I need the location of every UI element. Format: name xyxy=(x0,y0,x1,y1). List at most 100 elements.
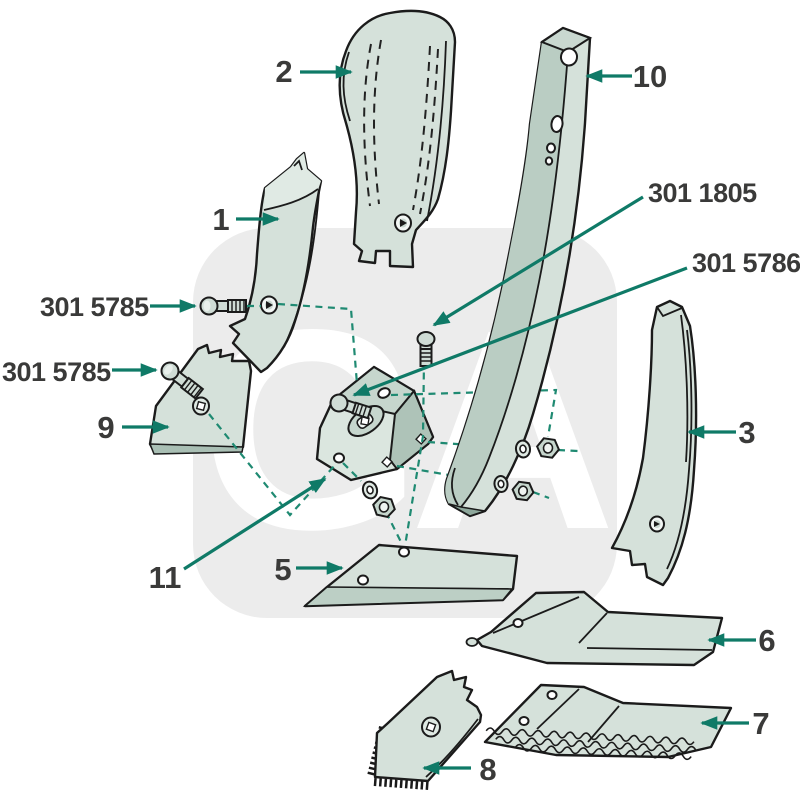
leader-arrow-screw-301-1805 xyxy=(432,195,644,327)
part-5-share xyxy=(302,543,519,608)
bolt-thread-ridges xyxy=(231,300,245,312)
part-8-square-hole xyxy=(421,716,441,738)
nut-below-bracket xyxy=(372,495,396,519)
bolt-head xyxy=(329,393,349,413)
part-3-outline xyxy=(610,299,698,587)
part-6-wing-share xyxy=(465,590,724,667)
dash-nut1-out xyxy=(557,448,579,453)
label-part3: 3 xyxy=(738,415,755,450)
part-3-fold-line xyxy=(656,306,683,318)
leader-arrow-part11 xyxy=(183,477,327,571)
part-2-contour-line xyxy=(426,40,447,222)
part-10-oblong-hole xyxy=(550,115,564,133)
part-7-serration-waves xyxy=(485,727,697,761)
part-8-teeth-left xyxy=(367,726,387,777)
label-part1: 1 xyxy=(212,202,229,237)
label-screw-301-1805: 301 1805 xyxy=(648,178,757,208)
part-3-contour-1 xyxy=(666,329,693,570)
part-6-tip-lug xyxy=(465,637,479,647)
label-part2: 2 xyxy=(275,54,292,89)
part-10-inner-edge xyxy=(460,51,569,508)
label-carriage-bolt-301-5786: 301 5786 xyxy=(692,248,800,278)
screw-thread-ridges xyxy=(420,352,432,362)
part-2-contour-dash-2 xyxy=(373,39,382,205)
part-6-hole xyxy=(512,618,524,628)
bolt-head-highlight xyxy=(203,300,211,312)
label-part7: 7 xyxy=(752,706,769,741)
part-1-shin-blade xyxy=(228,151,323,374)
part-10-side-face xyxy=(445,42,568,507)
bolt-thread-ridges xyxy=(183,380,202,398)
part-10-tip-facet xyxy=(448,503,486,517)
part-9-square-hole xyxy=(192,396,210,416)
part-1-crease xyxy=(263,188,319,211)
dash-nutA-to-share5 xyxy=(385,511,403,545)
bolt-thread-ridges xyxy=(354,403,368,417)
label-part11: 11 xyxy=(149,560,182,595)
washer-below-bracket xyxy=(361,480,379,500)
part-10-top-hole xyxy=(559,47,579,67)
part-7-crease-1 xyxy=(536,688,580,730)
label-part6: 6 xyxy=(758,623,775,658)
part-5-hole-1 xyxy=(398,546,410,558)
label-part8: 8 xyxy=(479,752,496,787)
screw-head xyxy=(416,331,436,347)
part-10-small-hole-1 xyxy=(546,142,556,154)
part-8-serrated-point xyxy=(367,669,483,790)
part-11-flange-hole-2 xyxy=(381,456,393,468)
part-7-crease-2 xyxy=(587,705,620,743)
assembly-dashed-lines xyxy=(190,302,579,547)
part-2-edge-band xyxy=(342,51,351,122)
washer-right-2 xyxy=(493,475,509,493)
part-7-serrated-share xyxy=(483,683,733,761)
part-5-bevel-face xyxy=(302,586,514,607)
label-part10: 10 xyxy=(633,59,667,94)
part-11-top-hole xyxy=(377,387,391,399)
part-9-point xyxy=(148,343,253,455)
part-6-crease-1 xyxy=(492,596,580,634)
part-3-side-blade xyxy=(610,299,698,587)
nut-right-2 xyxy=(511,480,535,502)
part-2-contour-dash-3 xyxy=(412,45,431,211)
dash-screw-axis xyxy=(403,359,426,547)
part-2-mouldboard xyxy=(338,9,457,269)
part-10-groove xyxy=(451,467,459,506)
part-8-teeth-bottom xyxy=(373,778,430,790)
part-3-contour-2 xyxy=(680,314,689,463)
part-10-small-hole-2 xyxy=(544,156,554,166)
fastener-bolt-301-5785-upper xyxy=(199,296,247,316)
part-6-outline xyxy=(475,590,724,667)
part-1-thickness-line xyxy=(283,191,320,348)
part-11-front-hole xyxy=(333,452,345,464)
label-bolt-301-5785-lower: 301 5785 xyxy=(2,357,111,387)
part-10-top-face xyxy=(539,26,593,54)
part-2-countersunk-hole xyxy=(394,213,412,233)
fastener-carriage-bolt-301-5786 xyxy=(329,393,373,420)
part-1-notch-line xyxy=(293,159,303,171)
part-3-countersunk-hole xyxy=(649,515,665,533)
fastener-screw-301-1805 xyxy=(416,331,436,367)
callout-labels: 2 10 1 301 1805 301 5786 301 5785 301 57… xyxy=(2,54,800,787)
washer-right-1 xyxy=(514,439,532,459)
part-1-outline xyxy=(228,151,323,374)
part-5-hole-2 xyxy=(357,574,369,586)
part-2-contour-dash-1 xyxy=(363,43,372,207)
label-part9: 9 xyxy=(97,410,114,445)
part-7-hole-2 xyxy=(518,716,530,726)
bolt-head-highlight xyxy=(164,364,173,375)
dash-bracket-to-washerA xyxy=(342,462,362,482)
dash-nut2-out xyxy=(532,490,550,500)
part-2-contour-dash-4 xyxy=(419,48,439,215)
part-6-crease-3 xyxy=(586,647,713,651)
dash-tophole-to-nut1 xyxy=(390,388,558,438)
fastener-bolt-301-5785-lower xyxy=(160,361,205,400)
label-bolt-301-5785-upper: 301 5785 xyxy=(40,292,149,322)
nut-right-1 xyxy=(535,437,561,459)
leader-lines xyxy=(112,65,756,775)
leader-arrow-bolt-301-5786 xyxy=(352,266,688,397)
part-1-countersunk-hole xyxy=(260,295,278,315)
part-7-hole-1 xyxy=(546,690,558,700)
label-part5: 5 xyxy=(274,552,291,587)
